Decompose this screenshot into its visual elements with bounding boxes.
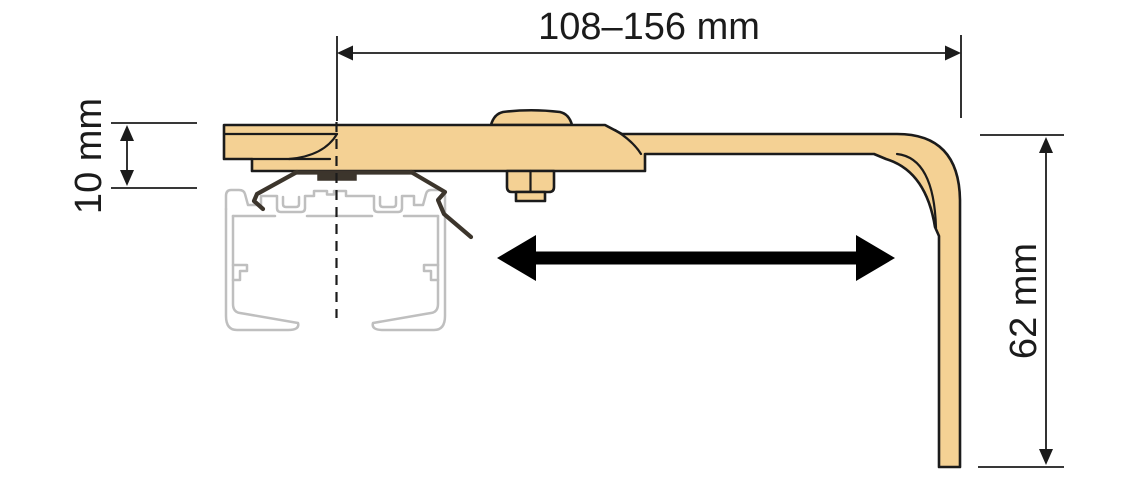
rail-hook-left <box>231 263 249 282</box>
spring-clip <box>251 169 474 240</box>
dimension-height-label: 62 mm <box>1003 243 1045 359</box>
rail-profile <box>224 188 447 332</box>
arrowhead-down <box>120 170 134 186</box>
clip-wire-right <box>408 169 474 240</box>
clamp-nut-washer <box>514 190 547 203</box>
arrowhead-left <box>337 45 353 61</box>
dimension-width-label: 108–156 mm <box>538 6 760 48</box>
clip-wire-left <box>251 169 300 212</box>
rail-slot-inner-left <box>281 195 301 209</box>
dimension-width-range: 108–156 mm <box>336 6 962 121</box>
pivot-cap <box>489 108 574 127</box>
arrowhead-down <box>1039 449 1053 465</box>
bracket-gusset-line <box>895 152 938 230</box>
dimension-offset-label: 10 mm <box>68 98 110 214</box>
bracket-body-end-curve <box>613 128 643 156</box>
rail-top-edge <box>224 188 447 214</box>
arrowhead-up <box>1039 137 1053 153</box>
rail-hook-right <box>422 263 440 282</box>
dimension-height: 62 mm <box>978 134 1064 468</box>
dimension-offset: 10 mm <box>68 98 197 214</box>
mounting-bracket <box>222 108 962 469</box>
rail-slot-inner-right <box>378 195 398 209</box>
rail-left-wall <box>224 207 300 332</box>
arrowhead-right <box>945 45 961 61</box>
clamp-nut <box>505 169 556 203</box>
arrowhead-up <box>120 125 134 141</box>
adjustability-arrow <box>497 235 895 281</box>
rail-right-wall <box>371 207 447 332</box>
